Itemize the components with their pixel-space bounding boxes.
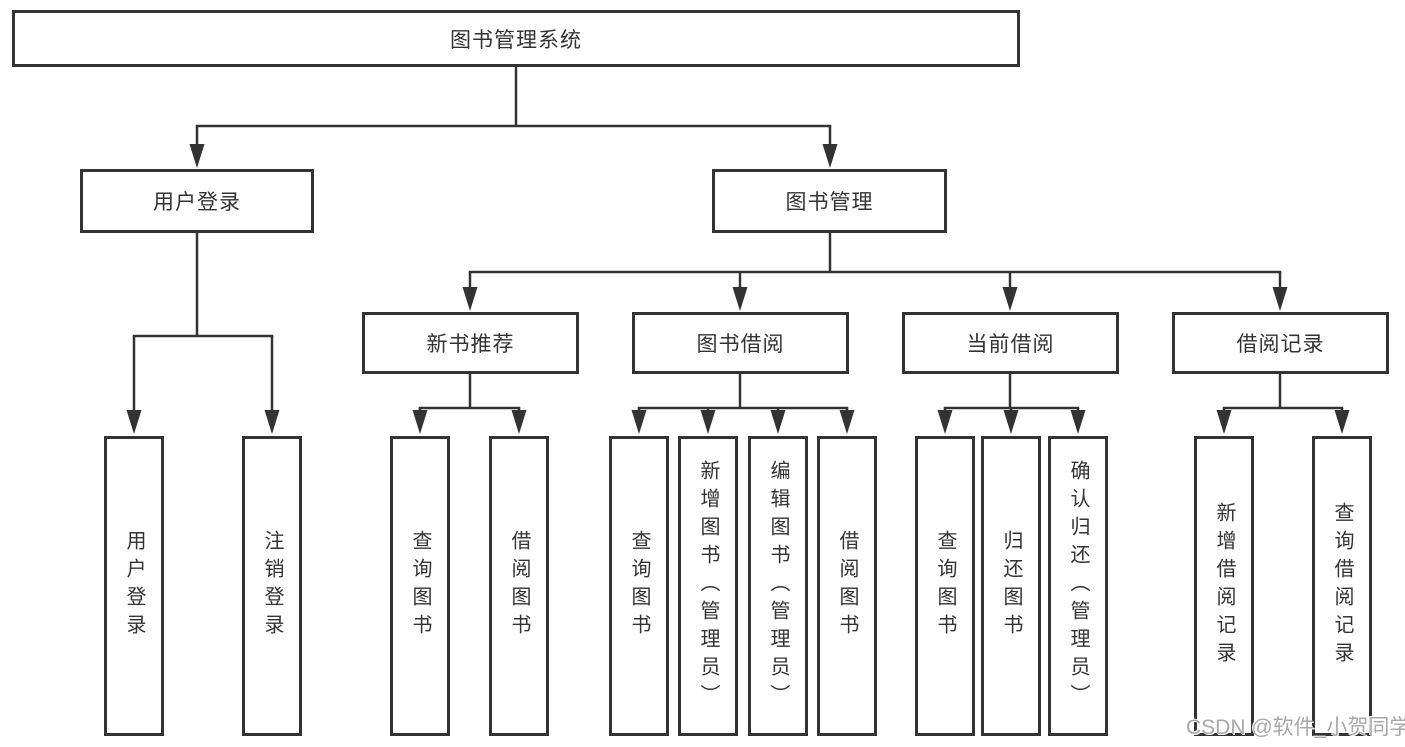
arrowhead — [189, 144, 205, 168]
leaf-query-books-3: 查询图书 — [915, 436, 975, 736]
node-current-borrowing: 当前借阅 — [902, 312, 1119, 374]
arrowhead — [732, 287, 748, 311]
arrowhead — [1002, 287, 1018, 311]
arrowhead — [1334, 410, 1350, 434]
node-book-management-group: 图书管理 — [712, 169, 947, 233]
leaf-confirm-return-admin: 确认归还（管理员） — [1048, 436, 1108, 736]
arrowhead — [1070, 410, 1086, 434]
arrowhead — [511, 410, 527, 434]
leaf-borrow-books-2: 借阅图书 — [817, 436, 877, 736]
arrowhead — [1003, 410, 1019, 434]
arrowhead — [462, 287, 478, 311]
watermark: CSDN @软件_小贺同学 — [1186, 716, 1405, 739]
node-user-login-group: 用户登录 — [80, 169, 314, 233]
leaf-user-login: 用户登录 — [104, 436, 164, 736]
leaf-query-books-2: 查询图书 — [609, 436, 669, 736]
arrowhead — [937, 410, 953, 434]
arrowhead — [126, 410, 142, 434]
leaf-query-books-1: 查询图书 — [390, 436, 450, 736]
node-root-library-management-system: 图书管理系统 — [12, 10, 1020, 67]
arrowhead — [264, 410, 280, 434]
arrowhead — [839, 410, 855, 434]
node-borrowing-records: 借阅记录 — [1172, 312, 1389, 374]
node-new-book-recommendation: 新书推荐 — [362, 312, 579, 374]
leaf-edit-book-admin: 编辑图书（管理员） — [748, 436, 808, 736]
leaf-logout: 注销登录 — [242, 436, 302, 736]
leaf-query-borrow-record: 查询借阅记录 — [1312, 436, 1372, 736]
arrowhead — [631, 410, 647, 434]
leaf-return-books: 归还图书 — [981, 436, 1041, 736]
arrowhead — [1272, 287, 1288, 311]
arrowhead — [822, 144, 838, 168]
leaf-add-borrow-record: 新增借阅记录 — [1194, 436, 1254, 736]
leaf-borrow-books-1: 借阅图书 — [489, 436, 549, 736]
arrowhead — [700, 410, 716, 434]
arrowhead — [1216, 410, 1232, 434]
arrowhead — [770, 410, 786, 434]
arrowhead — [412, 410, 428, 434]
node-book-borrowing: 图书借阅 — [632, 312, 849, 374]
leaf-add-book-admin: 新增图书（管理员） — [678, 436, 738, 736]
